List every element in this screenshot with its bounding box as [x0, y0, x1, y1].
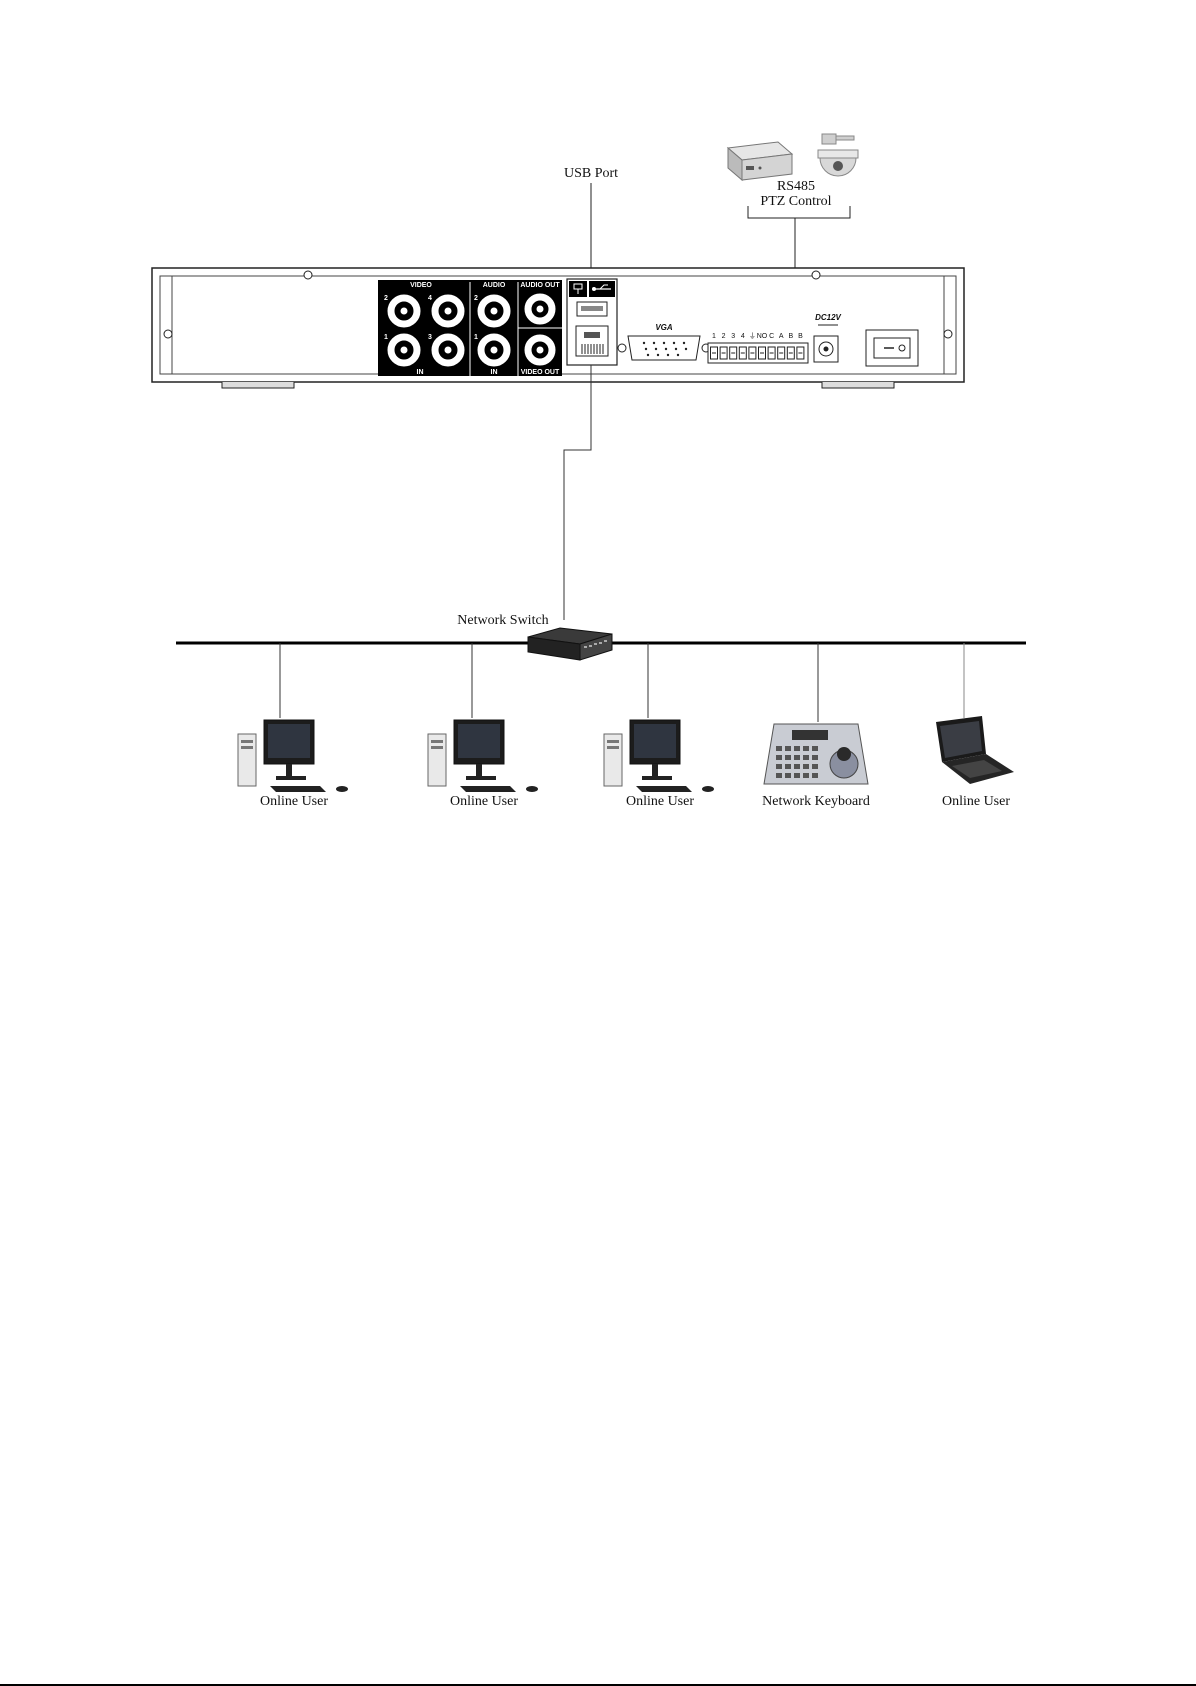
device-label: Online User [626, 794, 694, 809]
pc-tower-drive [607, 740, 619, 743]
pc-keyboard [636, 786, 692, 792]
svg-text:AUDIO: AUDIO [483, 282, 506, 289]
svg-text:VIDEO: VIDEO [410, 282, 432, 289]
svg-text:1: 1 [384, 334, 388, 341]
svg-text:IN: IN [491, 369, 498, 376]
speed-dome-camera-icon [818, 134, 858, 176]
keyboard-key [776, 746, 782, 751]
pc-tower-drive [607, 746, 619, 749]
keyboard-key [812, 746, 818, 751]
device-label: Online User [942, 794, 1010, 809]
pc-tower-drive [431, 746, 443, 749]
svg-text:3: 3 [428, 334, 432, 341]
keyboard-key [794, 755, 800, 760]
keyboard-key [803, 746, 809, 751]
terminal-label: 1 [712, 333, 716, 340]
monitor-base [466, 776, 496, 780]
laptop-user-device: Online User [936, 716, 1014, 809]
monitor-screen [634, 724, 676, 758]
svg-text:4: 4 [428, 295, 432, 302]
terminal-label: ⏚ [749, 332, 756, 340]
pc-keyboard [270, 786, 326, 792]
keyboard-key [812, 764, 818, 769]
pc-mouse [526, 786, 538, 792]
monitor-base [276, 776, 306, 780]
keyboard-key [794, 746, 800, 751]
svg-text:DC12V: DC12V [815, 313, 841, 322]
keyboard-joystick-knob [837, 747, 851, 761]
monitor-stand [652, 764, 658, 776]
ptz-control-label: PTZ Control [760, 194, 831, 209]
pc-mouse [702, 786, 714, 792]
keyboard-key [785, 746, 791, 751]
keyboard-key [794, 764, 800, 769]
terminal-label: 2 [722, 333, 726, 340]
ethernet-cable [564, 365, 591, 620]
monitor-stand [286, 764, 292, 776]
desktop-user-device: Online User [428, 720, 538, 809]
svg-text:AUDIO OUT: AUDIO OUT [520, 282, 560, 289]
svg-text:1: 1 [474, 334, 478, 341]
device-label: Network Keyboard [762, 794, 870, 809]
keyboard-key [794, 773, 800, 778]
keyboard-display [792, 730, 828, 740]
terminal-label: 3 [731, 333, 735, 340]
keyboard-key [785, 773, 791, 778]
keyboard-key [776, 773, 782, 778]
usb-network-port-block [567, 279, 617, 365]
monitor-screen [458, 724, 500, 758]
network-switch-label: Network Switch [457, 613, 548, 628]
terminal-label: NO [757, 333, 768, 340]
network-keyboard-device: Network Keyboard [762, 724, 870, 809]
rs485-label: RS485 [777, 179, 815, 194]
keyboard-key [803, 773, 809, 778]
terminal-label: 4 [741, 333, 745, 340]
pc-tower-drive [241, 746, 253, 749]
keyboard-key [803, 764, 809, 769]
terminal-label: A [779, 333, 784, 340]
monitor-base [642, 776, 672, 780]
bnc-connector-block: VIDEO AUDIO AUDIO OUT IN IN VIDEO OUT 2 … [378, 280, 562, 376]
usb-port-label: USB Port [564, 166, 618, 181]
device-label: Online User [450, 794, 518, 809]
keyboard-key [785, 764, 791, 769]
device-label: Online User [260, 794, 328, 809]
pc-tower-drive [241, 740, 253, 743]
terminal-label: B [788, 333, 793, 340]
monitor-stand [476, 764, 482, 776]
desktop-user-device: Online User [604, 720, 714, 809]
monitor-screen [268, 724, 310, 758]
keyboard-key [803, 755, 809, 760]
svg-text:VIDEO OUT: VIDEO OUT [521, 369, 560, 376]
keyboard-key [776, 764, 782, 769]
terminal-label: C [769, 333, 774, 340]
terminal-label: B [798, 333, 803, 340]
pc-keyboard [460, 786, 516, 792]
keyboard-key [812, 773, 818, 778]
keyboard-key [785, 755, 791, 760]
dc-power-port: DC12V [814, 313, 842, 362]
svg-text:2: 2 [384, 295, 388, 302]
svg-text:2: 2 [474, 295, 478, 302]
svg-text:IN: IN [417, 369, 424, 376]
svg-text:VGA: VGA [655, 323, 673, 332]
network-switch-icon [528, 628, 612, 660]
keyboard-key [776, 755, 782, 760]
pc-tower-drive [431, 740, 443, 743]
ptz-decoder-icon [728, 142, 792, 180]
keyboard-key [812, 755, 818, 760]
desktop-user-device: Online User [238, 720, 348, 809]
pc-mouse [336, 786, 348, 792]
power-switch [866, 330, 918, 366]
